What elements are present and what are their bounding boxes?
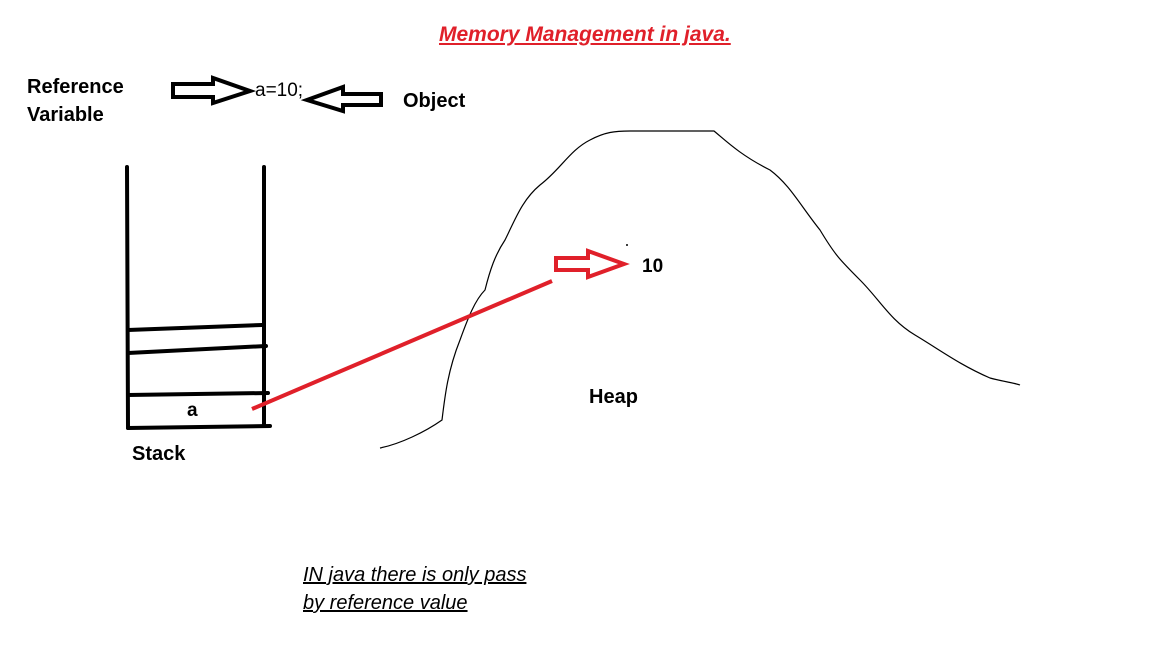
red-arrow-right-icon xyxy=(554,248,630,280)
stack-label: Stack xyxy=(132,443,186,465)
reference-pointer-line xyxy=(251,279,553,411)
note-line1: IN java there is only pass xyxy=(303,564,527,586)
heap-label: Heap xyxy=(589,386,638,408)
reference-variable-line2: Variable xyxy=(27,104,104,126)
stack-variable: a xyxy=(187,400,198,421)
heap-outline xyxy=(379,130,1021,449)
arrow-right-icon xyxy=(171,75,257,106)
stray-dot xyxy=(626,244,628,246)
reference-variable-label: Reference Variable xyxy=(27,73,124,129)
stack-row-line xyxy=(126,323,264,332)
note-text: IN java there is only pass by reference … xyxy=(303,561,526,617)
heap-value: 10 xyxy=(642,256,664,277)
object-label: Object xyxy=(403,90,466,112)
stack-container xyxy=(125,165,272,430)
stack-bottom xyxy=(126,424,272,430)
assignment-statement: a=10; xyxy=(255,80,304,101)
page-title: Memory Management in java. xyxy=(439,23,731,46)
stack-left-wall xyxy=(125,165,130,430)
stack-row-line xyxy=(126,391,270,397)
note-line2: by reference value xyxy=(303,592,468,614)
reference-variable-line1: Reference xyxy=(27,76,124,98)
arrow-left-icon xyxy=(300,84,383,114)
stack-row-line xyxy=(126,344,268,355)
